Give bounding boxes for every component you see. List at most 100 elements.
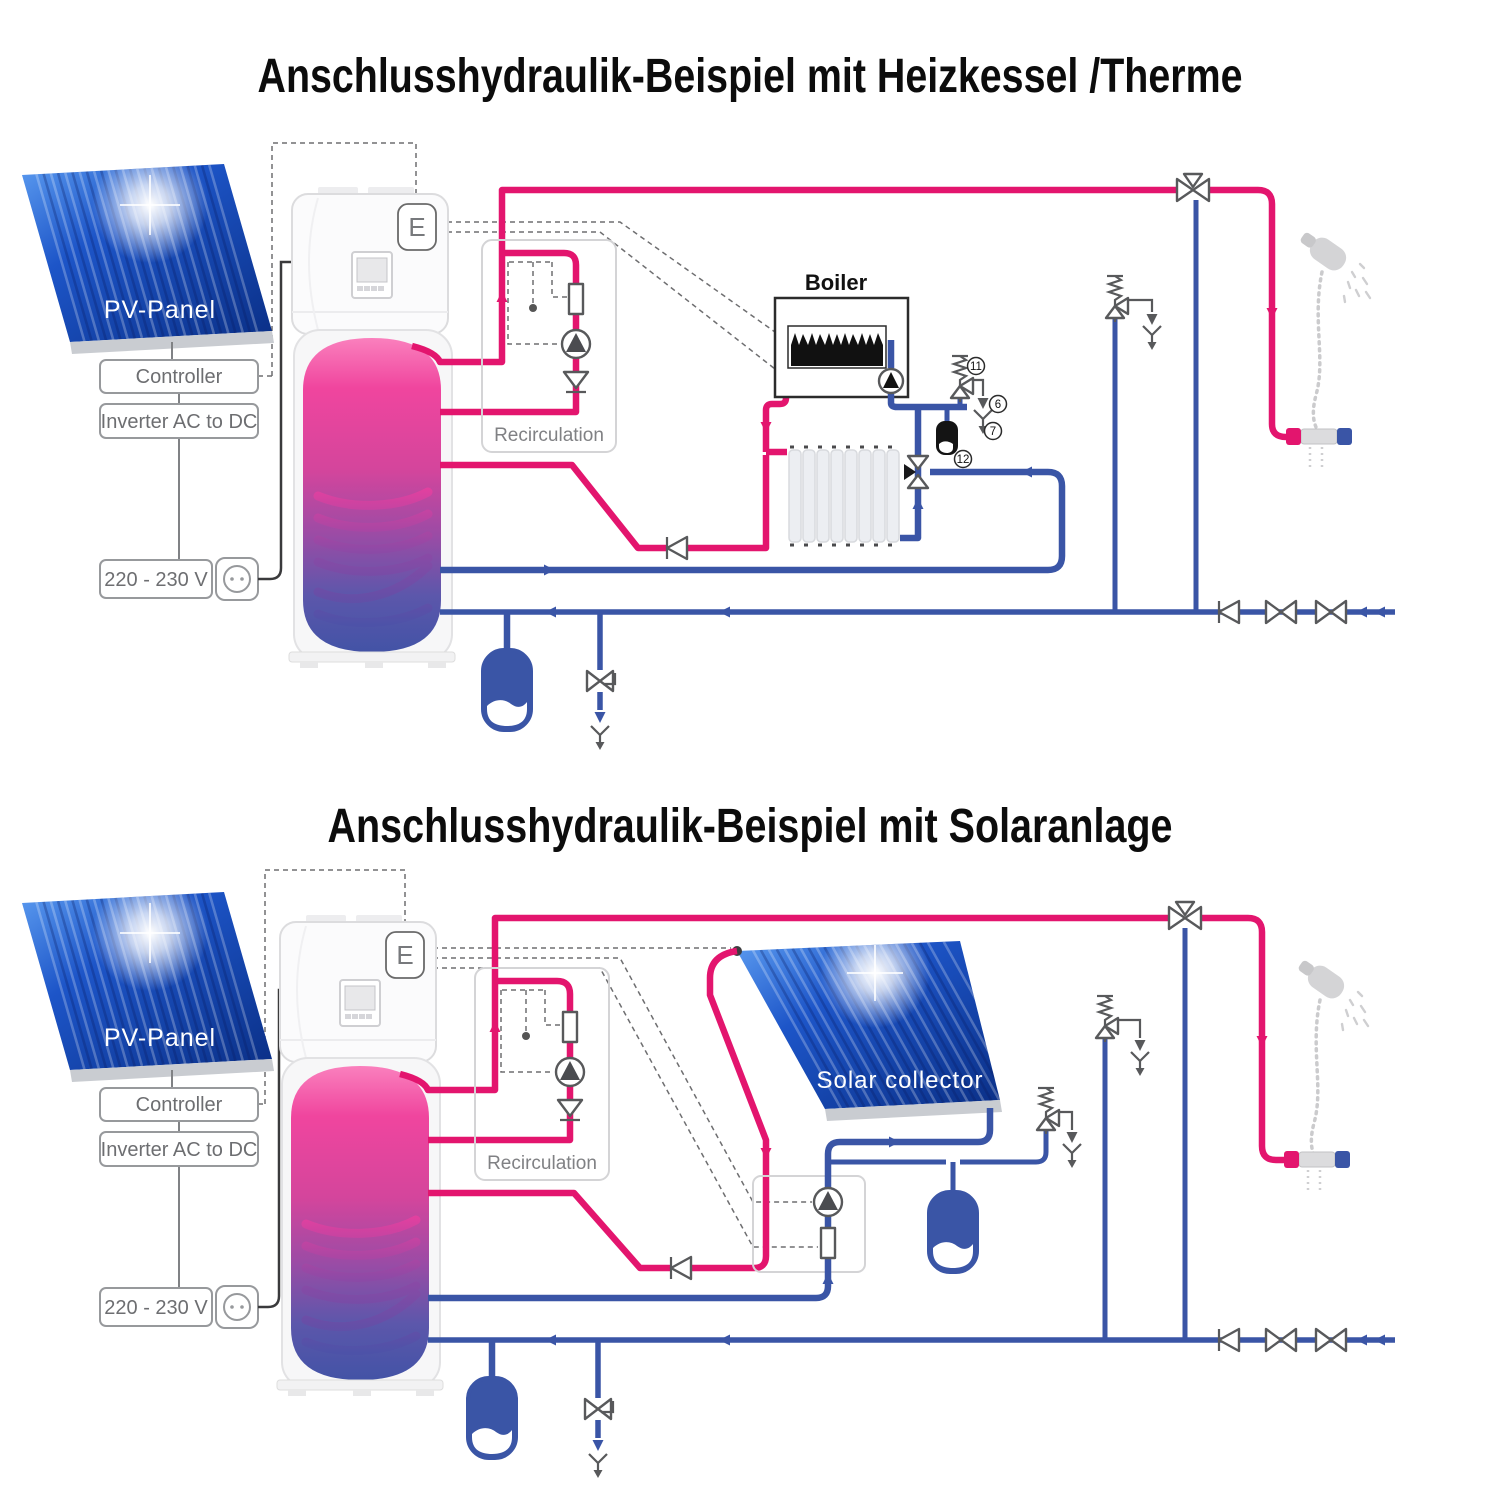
power-outlet-icon-top xyxy=(215,557,259,601)
check-valve-hot-icon xyxy=(665,535,689,561)
three-way-valve-icon xyxy=(902,454,930,490)
solar-collector: Solar collector xyxy=(737,941,1002,1121)
tank-base xyxy=(288,651,456,663)
callout-12: 12 xyxy=(953,449,973,469)
drain-assembly-top xyxy=(585,612,617,752)
drain-valve-icon xyxy=(583,1397,615,1421)
svg-text:11: 11 xyxy=(970,361,982,373)
voltage-box-bottom: 220 - 230 V xyxy=(99,1287,213,1327)
drain-funnel-icon xyxy=(587,1452,609,1480)
drain-funnel-icon xyxy=(589,724,611,752)
voltage-box-top: 220 - 230 V xyxy=(99,559,213,599)
solar-return-pipes xyxy=(428,1108,1049,1302)
burner-icon xyxy=(791,345,883,366)
solar-collector-label: Solar collector xyxy=(816,1067,983,1094)
control-lines-bottom xyxy=(258,869,818,1248)
svg-text:E: E xyxy=(396,940,413,970)
hot-pipes-top xyxy=(411,186,1290,552)
check-valve-icon xyxy=(556,1098,584,1118)
expansion-vessel-icon xyxy=(481,648,533,732)
pv-panel-label: PV-Panel xyxy=(104,296,216,324)
svg-text:220 - 230 V: 220 - 230 V xyxy=(104,569,208,591)
drain-funnel-icon xyxy=(1141,324,1163,352)
pv-panel-label: PV-Panel xyxy=(104,1024,216,1052)
diagram-solaranlage: PV-Panel Controller Inverter AC to DC 22… xyxy=(22,869,1395,1480)
diagram-heizkessel: PV-Panel Controller Inverter AC to DC 22… xyxy=(22,142,1395,752)
recirculation-box-bottom: Recirculation xyxy=(474,967,610,1181)
svg-text:12: 12 xyxy=(957,454,970,466)
flow-restrictor-icon xyxy=(561,1010,579,1044)
cold-tap-icon xyxy=(1335,1151,1350,1168)
solar-pump-icon xyxy=(812,1186,844,1218)
svg-text:Inverter AC to DC: Inverter AC to DC xyxy=(101,411,258,433)
gate-valve-icon xyxy=(1264,599,1298,625)
callout-11: 11 xyxy=(966,356,986,376)
pv-panel-top: PV-Panel xyxy=(22,147,274,354)
check-valve-main-icon xyxy=(1217,1327,1241,1353)
small-expansion-vessel-icon xyxy=(936,421,958,455)
pv-wiring xyxy=(171,1070,180,1288)
boiler-safety-valve xyxy=(949,354,994,436)
cold-riser-safety-valve-bottom xyxy=(1094,994,1151,1078)
expansion-vessel-icon xyxy=(466,1376,518,1460)
pv-wiring xyxy=(171,342,180,560)
svg-text:E: E xyxy=(408,212,425,242)
recirculation-box-top: Recirculation xyxy=(481,239,617,453)
callout-7: 7 xyxy=(983,421,1003,441)
check-valve-main-icon xyxy=(1217,599,1241,625)
controller-box-top: Controller xyxy=(99,359,259,394)
hot-pipes-bottom xyxy=(399,914,1284,1272)
check-valve-hot-icon xyxy=(669,1255,693,1281)
heat-pump-port-top: E xyxy=(397,203,437,251)
solar-expansion-vessel-icon xyxy=(927,1190,979,1274)
svg-text:Inverter AC to DC: Inverter AC to DC xyxy=(101,1139,258,1161)
title-heizkessel: Anschlusshydraulik-Beispiel mit Heizkess… xyxy=(258,50,1243,103)
inverter-box-top: Inverter AC to DC xyxy=(99,403,259,439)
svg-text:220 - 230 V: 220 - 230 V xyxy=(104,1297,208,1319)
svg-text:Controller: Controller xyxy=(136,1094,223,1116)
check-valve-icon xyxy=(562,370,590,390)
mixing-valve-top-icon xyxy=(1175,172,1211,203)
recirculation-label: Recirculation xyxy=(494,425,604,446)
drain-funnel-icon xyxy=(1129,1050,1151,1078)
callout-6: 6 xyxy=(988,394,1008,414)
svg-text:7: 7 xyxy=(990,426,996,438)
pv-panel-bottom: PV-Panel xyxy=(22,875,274,1082)
inverter-box-bottom: Inverter AC to DC xyxy=(99,1131,259,1167)
storage-tank-bottom xyxy=(276,1057,444,1396)
power-line-top xyxy=(258,260,292,581)
controller-box-bottom: Controller xyxy=(99,1087,259,1122)
hot-tap-icon xyxy=(1286,428,1301,445)
sensor-dot-icon xyxy=(529,304,537,312)
heating-coil-icon xyxy=(301,1215,421,1355)
heat-pump-port-bottom: E xyxy=(385,931,425,979)
solar-pump-station-box xyxy=(752,1175,866,1273)
storage-tank-top xyxy=(288,329,456,668)
hot-tap-icon xyxy=(1284,1151,1299,1168)
shower-icon-top xyxy=(1286,232,1372,468)
flow-restrictor-icon xyxy=(567,282,585,316)
gate-valve-icon xyxy=(1314,599,1348,625)
shower-icon-bottom xyxy=(1284,960,1370,1192)
power-outlet-icon-bottom xyxy=(215,1285,259,1329)
recirculation-label: Recirculation xyxy=(487,1153,597,1174)
gate-valve-icon xyxy=(1264,1327,1298,1353)
svg-text:Controller: Controller xyxy=(136,366,223,388)
tank-base xyxy=(276,1379,444,1391)
boiler-group: Boiler xyxy=(773,270,967,411)
drain-valve-icon xyxy=(585,669,617,693)
mixing-valve-top-icon xyxy=(1167,900,1203,931)
drain-assembly-bottom xyxy=(583,1340,615,1480)
boiler-label: Boiler xyxy=(805,270,868,295)
cold-tap-icon xyxy=(1337,428,1352,445)
control-lines-top xyxy=(258,142,776,377)
heating-coil-icon xyxy=(313,487,433,627)
boiler-pump-icon xyxy=(877,367,905,395)
title-solaranlage: Anschlusshydraulik-Beispiel mit Solaranl… xyxy=(328,800,1173,853)
gate-valve-icon xyxy=(1314,1327,1348,1353)
recirculation-pump-icon xyxy=(560,328,592,360)
power-line-bottom xyxy=(258,988,290,1309)
cold-riser-safety-valve xyxy=(1104,274,1163,352)
